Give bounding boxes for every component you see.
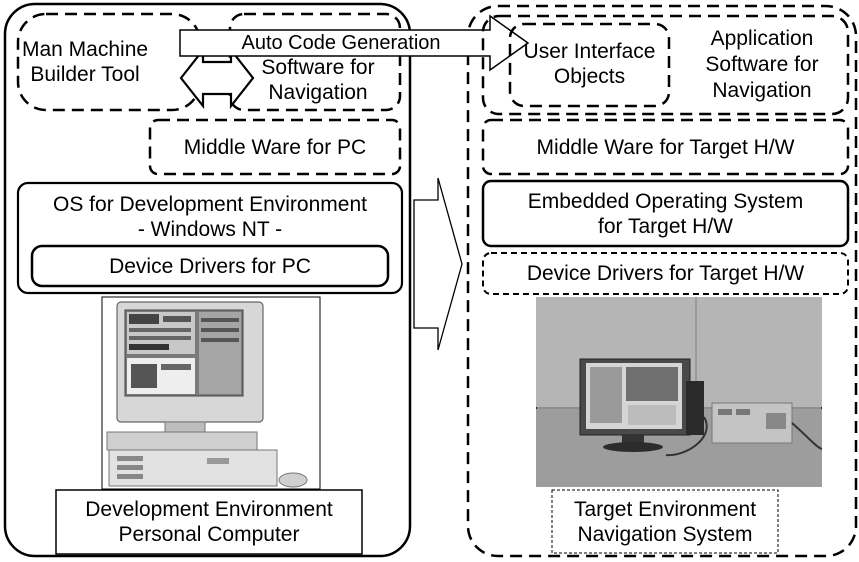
user-interface-objects-label: User Interface Objects bbox=[523, 40, 656, 88]
man-machine-builder-tool-label: Man Machine Builder Tool bbox=[22, 38, 149, 86]
man-machine-builder-tool-box bbox=[16, 12, 202, 112]
device-drivers-target-box bbox=[482, 252, 849, 295]
bidirectional-arrow bbox=[179, 46, 255, 110]
embedded-os-label: Embedded Operating System for Target H/W bbox=[527, 189, 804, 238]
target-caption-label: Target Environment Navigation System bbox=[573, 497, 757, 546]
middle-ware-pc-box bbox=[148, 118, 402, 176]
navigation-system-photo bbox=[536, 297, 822, 487]
embedded-os-box bbox=[481, 179, 850, 248]
software-for-navigation-label: Software for Navigation bbox=[261, 56, 375, 104]
development-environment-container bbox=[3, 2, 412, 558]
target-caption-box bbox=[551, 489, 779, 554]
middle-ware-target-box bbox=[481, 118, 850, 176]
user-interface-objects-box bbox=[508, 22, 671, 108]
personal-computer-photo bbox=[103, 298, 319, 488]
development-caption-label: Development Environment Personal Compute… bbox=[85, 498, 333, 546]
os-development-label: OS for Development Environment - Windows… bbox=[53, 193, 367, 241]
device-drivers-pc-box bbox=[30, 244, 390, 288]
software-for-navigation-box bbox=[228, 12, 402, 112]
pc-photo-frame bbox=[101, 296, 321, 490]
auto-code-generation-arrow bbox=[179, 14, 530, 72]
middle-ware-pc-label: Middle Ware for PC bbox=[183, 135, 367, 159]
target-software-group bbox=[481, 14, 850, 116]
device-drivers-pc-label: Device Drivers for PC bbox=[109, 254, 311, 278]
transfer-arrow bbox=[413, 177, 463, 351]
middle-ware-target-label: Middle Ware for Target H/W bbox=[536, 135, 795, 159]
application-software-label: Application Software for Navigation bbox=[705, 27, 819, 102]
auto-code-generation-label: Auto Code Generation bbox=[241, 31, 441, 54]
target-environment-container bbox=[466, 4, 858, 558]
device-drivers-target-label: Device Drivers for Target H/W bbox=[526, 262, 805, 285]
development-caption-box bbox=[55, 489, 363, 555]
